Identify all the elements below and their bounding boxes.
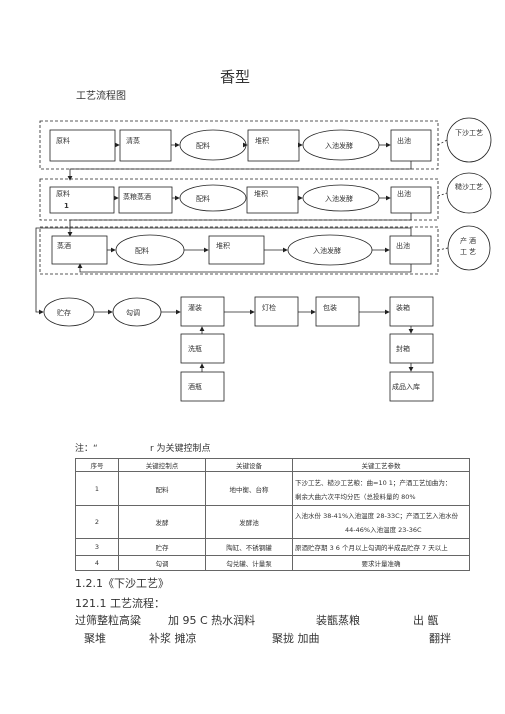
page-title: 香型 xyxy=(220,68,251,86)
col-header-equipment: 关键设备 xyxy=(205,458,293,472)
table-row: 4 勾调 勾兑罐、计量泵 要求计量准确 xyxy=(75,555,470,571)
side-label-xiasha: 下沙工艺 xyxy=(455,129,483,137)
cell-params: 要求计量准确 xyxy=(292,555,470,571)
key-point-note-prefix: 注：“ xyxy=(75,444,98,454)
side-label-chanjiu: 产酒工艺 xyxy=(460,237,478,256)
cell-no: 1 xyxy=(75,471,119,506)
param-line: 入池水份 38-41%入池温度 28-33C；产酒工艺入池水份 xyxy=(295,512,459,520)
process-step: 聚拢 加曲 xyxy=(272,632,320,645)
lane2-step-ferment: 入池发酵 xyxy=(325,194,353,203)
lane3-step-distill: 蒸酒 xyxy=(57,241,71,250)
section-heading: 1.2.1《下沙工艺》 xyxy=(75,577,169,590)
cell-params: 原酒贮存期 3 6 个月以上勾调的半成品贮存 7 天以上 xyxy=(292,538,470,556)
lane2-step-pile: 堆积 xyxy=(254,189,268,198)
param-line: 剩余大曲六次平均分匹（总投料量的 80% xyxy=(295,492,416,501)
pkg-step-storage: 贮存 xyxy=(57,308,71,317)
pkg-step-wash-bottle: 洗瓶 xyxy=(188,344,202,353)
cell-equipment: 发酵池 xyxy=(205,505,293,539)
diagram-subtitle: 工艺流程图 xyxy=(76,91,126,102)
process-step: 出 甑 xyxy=(413,614,439,627)
lane1-step-pile: 堆积 xyxy=(255,136,269,145)
cell-point: 配料 xyxy=(118,471,206,506)
pkg-step-pack: 包装 xyxy=(323,303,337,312)
process-step: 过筛整粒高粱 xyxy=(75,614,141,627)
process-flow-diagram: 原料 清蒸 配料 堆积 入池发酵 出池 原料 1 蒸粮蒸酒 配料 堆积 入池发酵… xyxy=(35,117,492,402)
key-point-note: r 为关键控制点 xyxy=(150,444,211,454)
section-subheading: 121.1 工艺流程： xyxy=(75,597,165,610)
pkg-step-seal: 封箱 xyxy=(396,344,410,353)
pkg-step-inspect: 灯检 xyxy=(262,303,276,312)
process-step: 聚堆 xyxy=(84,632,106,645)
table-row: 1 配料 地中衡、台称 下沙工艺、糙沙工艺粮：曲=10 1；产酒工艺加曲为： 剩… xyxy=(75,471,470,506)
param-line: 44-46%入池温度 23-36C xyxy=(345,526,422,534)
lane2-marker: 1 xyxy=(64,202,69,210)
lane1-step-out: 出池 xyxy=(397,136,411,145)
cell-no: 4 xyxy=(75,555,119,571)
cell-params: 下沙工艺、糙沙工艺粮：曲=10 1；产酒工艺加曲为： 剩余大曲六次平均分匹（总投… xyxy=(292,471,470,506)
table-row: 3 贮存 陶缸、不锈钢罐 原酒贮存期 3 6 个月以上勾调的半成品贮存 7 天以… xyxy=(75,538,470,556)
lane2-step-out: 出池 xyxy=(397,189,411,198)
cell-equipment: 地中衡、台称 xyxy=(205,471,293,506)
key-control-table: 序号 关键控制点 关键设备 关键工艺参数 1 配料 地中衡、台称 下沙工艺、糙沙… xyxy=(75,458,470,571)
lane1-step-mix: 配料 xyxy=(196,141,210,150)
cell-no: 3 xyxy=(75,538,119,556)
lane2-step-mix: 配料 xyxy=(196,194,210,203)
cell-params: 入池水份 38-41%入池温度 28-33C；产酒工艺入池水份 44-46%入池… xyxy=(292,505,470,539)
col-header-params: 关键工艺参数 xyxy=(292,458,470,472)
cell-point: 勾调 xyxy=(118,555,206,571)
param-line: 下沙工艺、糙沙工艺粮：曲=10 1；产酒工艺加曲为： xyxy=(295,478,452,487)
pkg-step-bottle: 酒瓶 xyxy=(188,382,202,391)
process-step: 翻拌 xyxy=(429,632,451,645)
pkg-step-box: 装箱 xyxy=(396,303,410,312)
cell-equipment: 陶缸、不锈钢罐 xyxy=(205,538,293,556)
lane1-step-raw: 原料 xyxy=(56,136,70,145)
lane2-step-raw: 原料 xyxy=(56,189,70,198)
process-step: 加 95 C 热水润料 xyxy=(168,614,256,627)
pkg-step-fill: 灌装 xyxy=(188,303,202,312)
lane2-step-steam-grain: 蒸粮蒸酒 xyxy=(123,192,151,201)
side-label-caosha: 糙沙工艺 xyxy=(455,183,483,191)
lane1-step-ferment: 入池发酵 xyxy=(325,141,353,150)
cell-point: 贮存 xyxy=(118,538,206,556)
pkg-step-blend: 勾调 xyxy=(126,308,140,317)
process-step: 装甑蒸粮 xyxy=(316,614,360,627)
lane3-step-ferment: 入池发酵 xyxy=(313,246,341,255)
lane3-step-out: 出池 xyxy=(396,241,410,250)
col-header-no: 序号 xyxy=(75,458,119,472)
process-step: 补浆 摊凉 xyxy=(149,632,197,645)
cell-equipment: 勾兑罐、计量泵 xyxy=(205,555,293,571)
table-row: 2 发酵 发酵池 入池水份 38-41%入池温度 28-33C；产酒工艺入池水份… xyxy=(75,505,470,539)
lane1-step-steam: 清蒸 xyxy=(126,136,140,145)
cell-point: 发酵 xyxy=(118,505,206,539)
pkg-step-warehouse: 成品入库 xyxy=(392,382,420,391)
cell-no: 2 xyxy=(75,505,119,539)
lane3-step-mix: 配料 xyxy=(135,246,149,255)
lane3-step-pile: 堆积 xyxy=(216,241,230,250)
col-header-point: 关键控制点 xyxy=(118,458,206,472)
